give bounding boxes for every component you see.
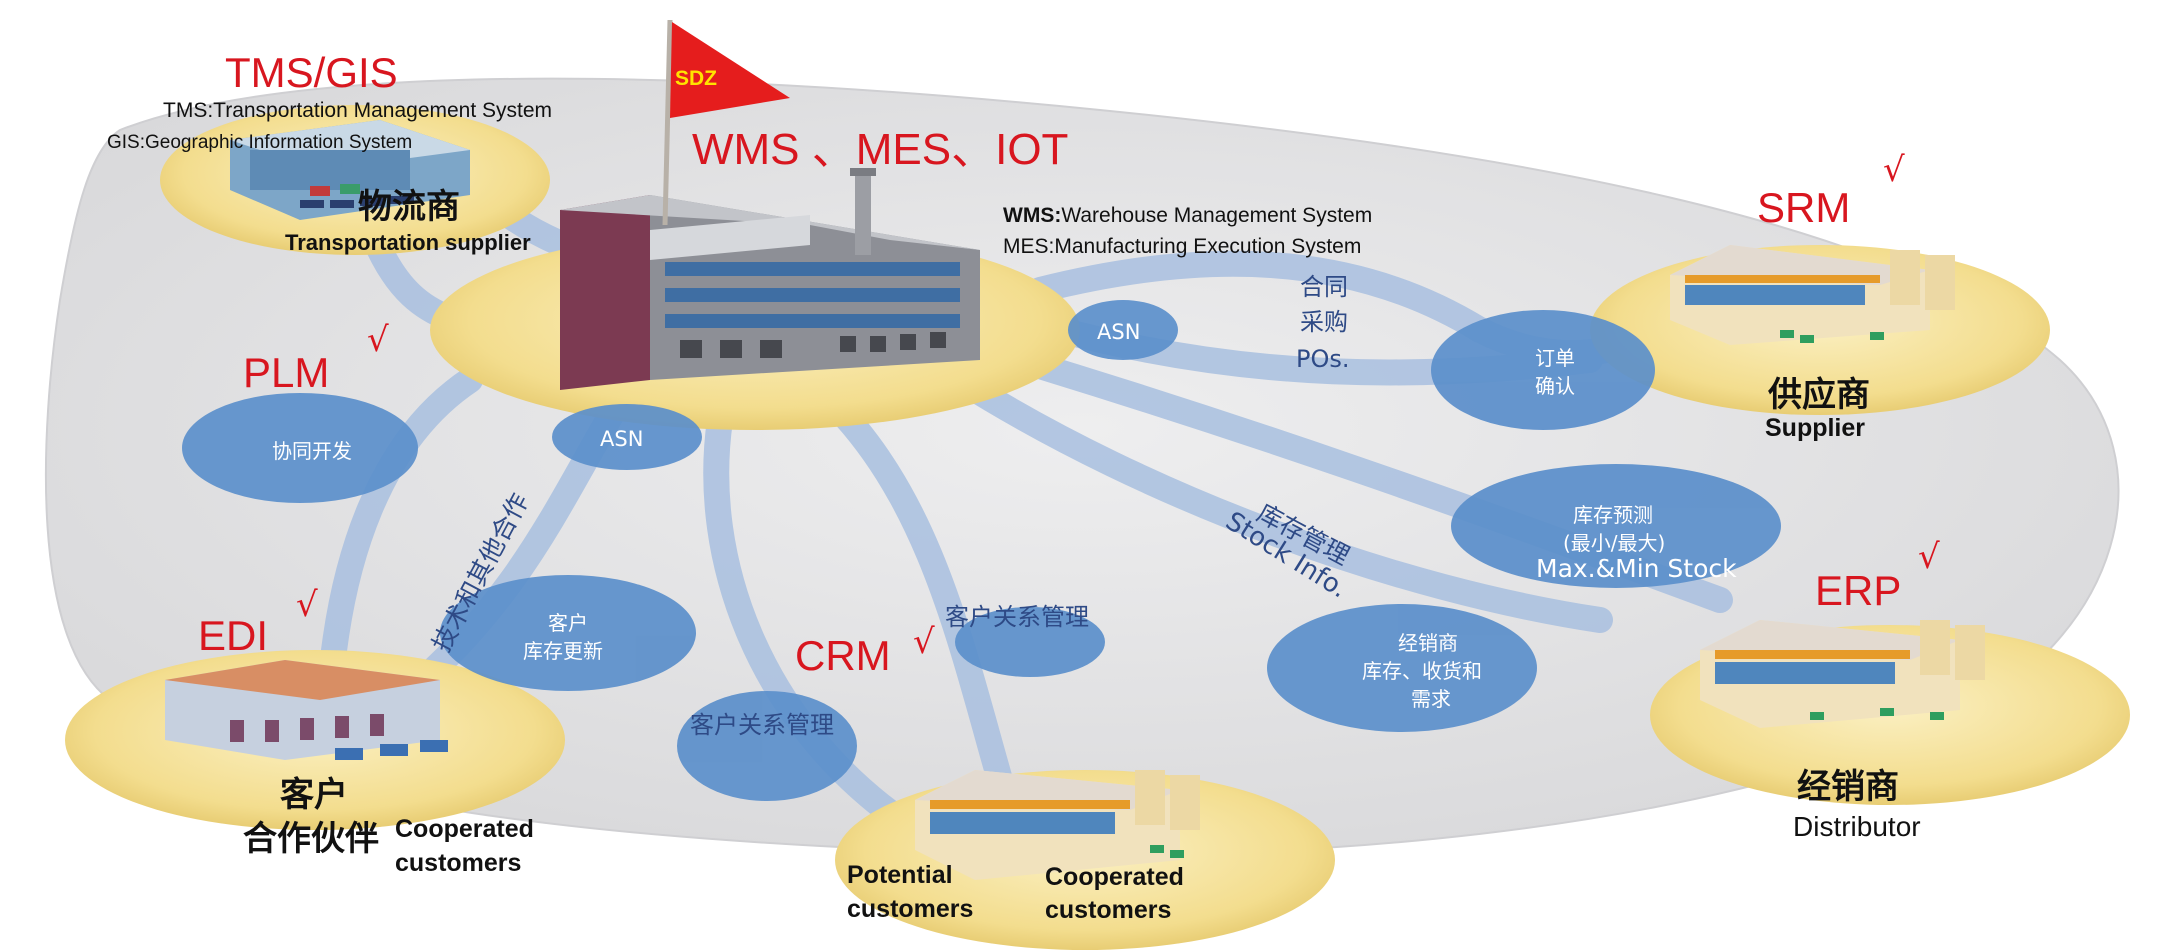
bubble-asn-right: ASN (1097, 320, 1141, 344)
tms-description: TMS:Transportation Management System (163, 99, 553, 122)
crm-potential-line1: Potential (847, 861, 953, 889)
srm-cn-label: 供应商 (1768, 375, 1870, 415)
flag-label: SDZ (675, 67, 717, 90)
bubble-crm-left: 客户关系管理 (690, 711, 834, 739)
bubble-forecast-line2: (最小/最大) (1563, 531, 1666, 555)
crm-check-icon: √ (913, 622, 935, 662)
bubble-distributor-line2: 库存、收货和 (1362, 659, 1482, 683)
mes-description: MES:Manufacturing Execution System (1003, 235, 1362, 258)
flow-contract-line2: 采购 (1300, 308, 1348, 336)
flow-contract-line1: 合同 (1300, 273, 1348, 301)
erp-check-icon: √ (1918, 537, 1940, 577)
srm-en-label: Supplier (1765, 414, 1866, 442)
bubble-customer-line1: 客户 (548, 611, 588, 635)
sdz-flag (662, 19, 790, 226)
core-systems-title: WMS 、MES、IOT (692, 125, 1069, 174)
bubble-asn-left: ASN (600, 427, 644, 451)
edi-en-line1: Cooperated (395, 815, 534, 843)
gis-description: GIS:Geographic Information System (107, 132, 413, 153)
tms-cn-label: 物流商 (358, 187, 460, 227)
plm-check-icon: √ (367, 320, 389, 360)
edi-check-icon: √ (296, 585, 318, 625)
crm-cooperated-line2: customers (1045, 896, 1172, 924)
edi-cn-line2: 合作伙伴 (243, 819, 379, 859)
plm-title: PLM (243, 349, 330, 396)
erp-cn-label: 经销商 (1797, 767, 1899, 807)
wms-description: WMS:Warehouse Management System (1003, 205, 1372, 226)
info-bubbles (182, 300, 1781, 801)
edi-warehouse (165, 660, 448, 760)
bubble-forecast-line1: 库存预测 (1573, 503, 1653, 527)
tms-title: TMS/GIS (225, 49, 398, 96)
tms-building (230, 120, 470, 220)
tms-en-label: Transportation supplier (285, 230, 531, 255)
bubble-distributor-line1: 经销商 (1398, 631, 1458, 655)
crm-cooperated-line1: Cooperated (1045, 863, 1184, 891)
bubble-order-line1: 订单 (1535, 346, 1575, 370)
crm-title: CRM (795, 632, 891, 679)
edi-title: EDI (198, 612, 269, 659)
srm-title: SRM (1757, 184, 1851, 231)
bubble-order-line2: 确认 (1535, 374, 1575, 398)
wms-prefix: WMS: (1003, 204, 1062, 227)
bubble-distributor-line3: 需求 (1411, 687, 1451, 711)
main-factory (560, 168, 980, 390)
bubble-forecast-en: Max.&Min Stock (1536, 554, 1737, 583)
crm-potential-line2: customers (847, 895, 974, 923)
erp-en-label: Distributor (1793, 811, 1921, 842)
erp-warehouse (1700, 620, 1985, 728)
bubble-co-development: 协同开发 (272, 439, 352, 463)
edi-en-line2: customers (395, 849, 522, 877)
bubble-customer-line2: 库存更新 (523, 639, 603, 663)
crm-warehouse (915, 770, 1200, 880)
edi-cn-line1: 客户 (280, 775, 348, 815)
wms-desc-text: Warehouse Management System (1061, 204, 1373, 227)
erp-title: ERP (1815, 567, 1902, 614)
srm-warehouse (1670, 245, 1955, 345)
flow-contract-line3: POs. (1296, 345, 1350, 373)
bubble-crm-right: 客户关系管理 (945, 603, 1089, 631)
srm-check-icon: √ (1883, 150, 1905, 190)
